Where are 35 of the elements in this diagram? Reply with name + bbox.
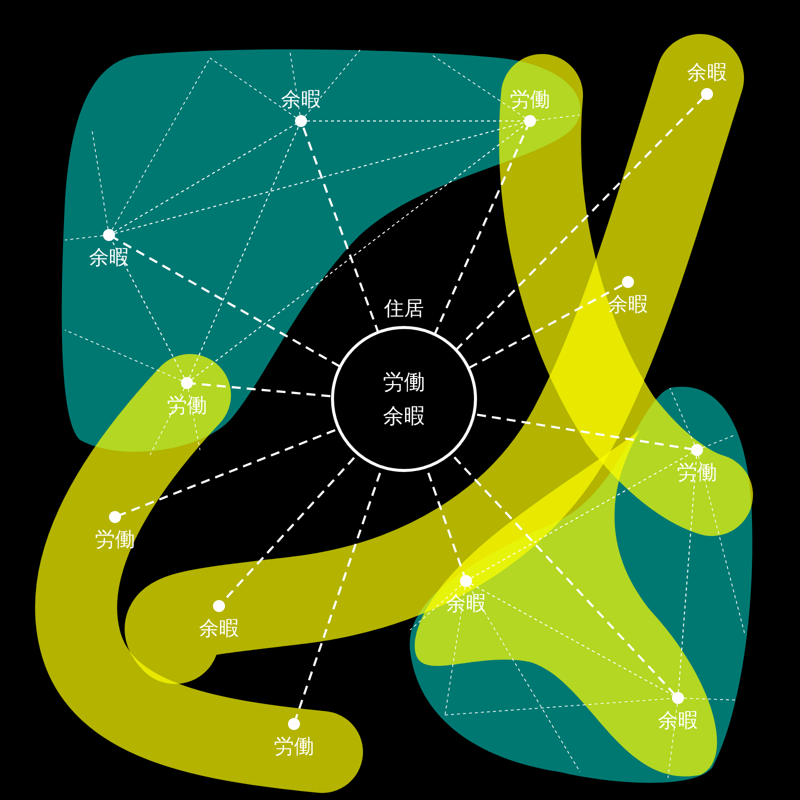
connector-line [306,120,524,122]
connector-line [114,122,525,234]
node-label: 余暇 [89,245,129,269]
connector-line [191,124,526,380]
connector-line [114,237,340,368]
circle-label: 労働 [383,369,425,396]
connector-line [114,124,296,232]
node-label: 労働 [167,393,207,417]
node-label: 余暇 [608,292,648,316]
connector-line [470,452,692,579]
connector-line [433,126,529,336]
node-label: 余暇 [199,616,239,640]
node-label: 労働 [677,460,717,484]
node-label: 労働 [95,527,135,551]
connector-line [454,456,675,694]
connector-line [468,284,624,369]
node-label: 余暇 [687,60,727,84]
node-label: 余暇 [281,87,321,111]
connector-line [455,98,704,351]
connector-line [192,382,330,398]
circle-label: 余暇 [383,403,425,430]
node-label: 余暇 [658,708,698,732]
connector-line [111,240,185,378]
connector-line [476,414,692,450]
node-label: 住居 [384,296,424,320]
node-label: 労働 [510,87,550,111]
connector-line [427,472,466,576]
connector-line [294,472,382,719]
node-label: 労働 [274,734,314,758]
connector-line [188,126,300,378]
connector-line [678,455,698,693]
connector-line [302,126,380,334]
connector-line [470,583,674,696]
connector-line [120,429,336,516]
node-label: 余暇 [446,591,486,615]
